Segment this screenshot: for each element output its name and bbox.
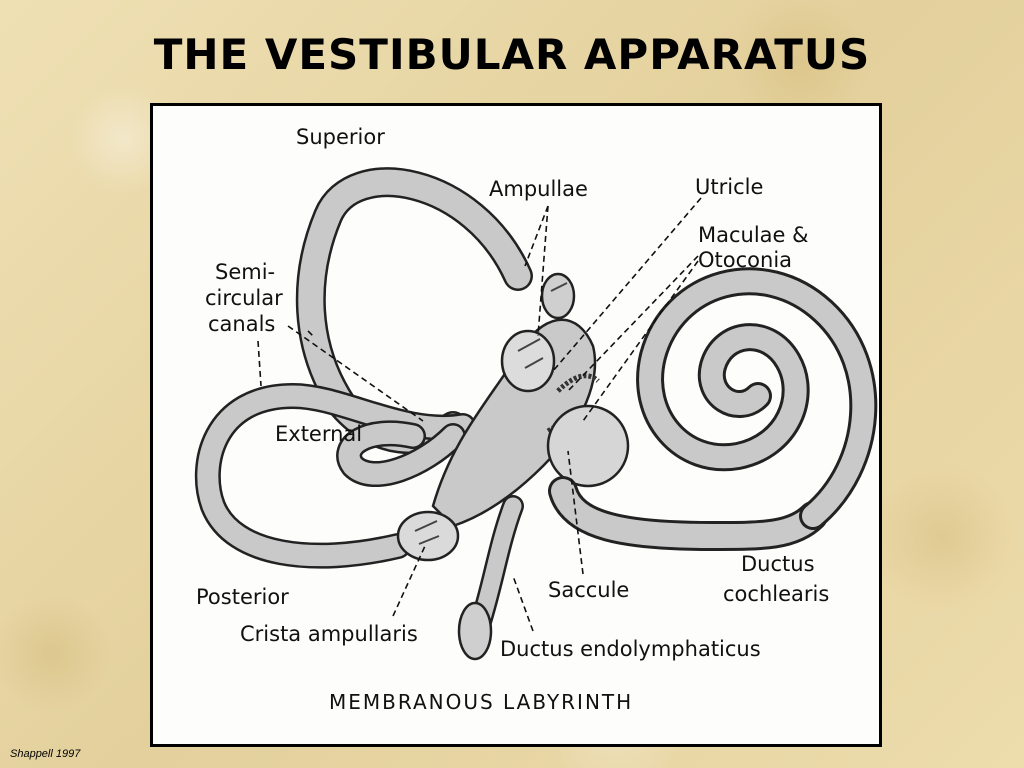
label-semicircular-line3: canals <box>208 312 275 336</box>
credit-text: Shappell 1997 <box>10 748 81 760</box>
diagram-caption: MEMBRANOUS LABYRINTH <box>329 690 633 714</box>
labyrinth-illustration: Superior Ampullae Utricle Maculae & Otoc… <box>194 125 878 714</box>
label-external: External <box>275 422 362 446</box>
label-maculae-line2: Otoconia <box>698 248 792 272</box>
posterior-ampulla <box>396 510 460 562</box>
label-ductus-cochlearis-line1: Ductus <box>741 552 815 576</box>
utricle-body <box>431 272 597 528</box>
label-ampullae: Ampullae <box>489 177 588 201</box>
label-semicircular-line2: circular <box>205 286 283 310</box>
labyrinth-diagram: Superior Ampullae Utricle Maculae & Otoc… <box>150 103 882 747</box>
external-canal <box>194 383 476 569</box>
label-crista-ampullaris: Crista ampullaris <box>240 622 418 646</box>
label-utricle: Utricle <box>695 175 763 199</box>
label-posterior: Posterior <box>196 585 289 609</box>
label-maculae-line1: Maculae & <box>698 223 809 247</box>
leader-lines <box>257 197 702 632</box>
label-semicircular-line1: Semi- <box>215 260 275 284</box>
cochlear-duct-base <box>548 476 828 551</box>
posterior-canal <box>336 420 466 487</box>
cochlea-spiral <box>636 267 878 530</box>
label-ductus-cochlearis-line2: cochlearis <box>723 582 829 606</box>
label-saccule: Saccule <box>548 578 629 602</box>
label-ductus-endolymphaticus: Ductus endolymphaticus <box>500 637 761 661</box>
slide-title: THE VESTIBULAR APPARATUS <box>153 30 871 79</box>
label-superior: Superior <box>296 125 385 149</box>
ductus-endolymphaticus-tube <box>457 495 524 661</box>
saccule-body <box>546 404 630 488</box>
